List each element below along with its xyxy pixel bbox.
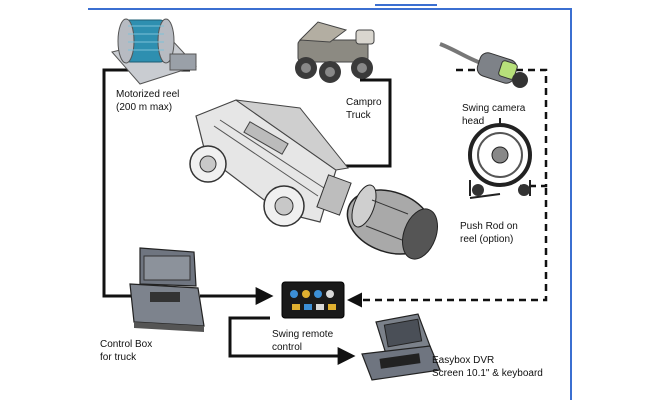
campro-truck-label: Campro Truck bbox=[346, 97, 382, 121]
swing-remote-control-image bbox=[281, 281, 345, 319]
frame-accent-line-top bbox=[88, 8, 572, 10]
connector-remote-to-easybox bbox=[228, 316, 356, 365]
dashed-connector-camera-head bbox=[456, 68, 548, 188]
easybox-label: Easybox DVR Screen 10.1" & keyboard bbox=[432, 355, 543, 379]
push-rod-label: Push Rod on reel (option) bbox=[460, 221, 518, 245]
campro-truck-image bbox=[295, 21, 375, 83]
truck-with-camera-image bbox=[189, 99, 438, 260]
frame-accent-line-short bbox=[375, 4, 437, 6]
connector-truck-to-body bbox=[328, 78, 392, 168]
easybox-dvr-image bbox=[361, 313, 441, 381]
camera-head-on-truck bbox=[346, 184, 438, 260]
motorized-reel-image bbox=[111, 18, 197, 85]
frame-accent-line-right bbox=[570, 9, 572, 400]
control-box-label: Control Box for truck bbox=[100, 339, 153, 363]
motorized-reel-label: Motorized reel (200 m max) bbox=[116, 89, 180, 113]
push-rod-reel-image bbox=[468, 118, 532, 199]
dashed-connector-push-rod bbox=[347, 188, 548, 308]
swing-camera-head-image bbox=[439, 42, 528, 88]
swing-camera-head-label: Swing camera head bbox=[462, 103, 526, 127]
swing-remote-label: Swing remote control bbox=[272, 329, 334, 353]
control-box-image bbox=[129, 247, 205, 332]
